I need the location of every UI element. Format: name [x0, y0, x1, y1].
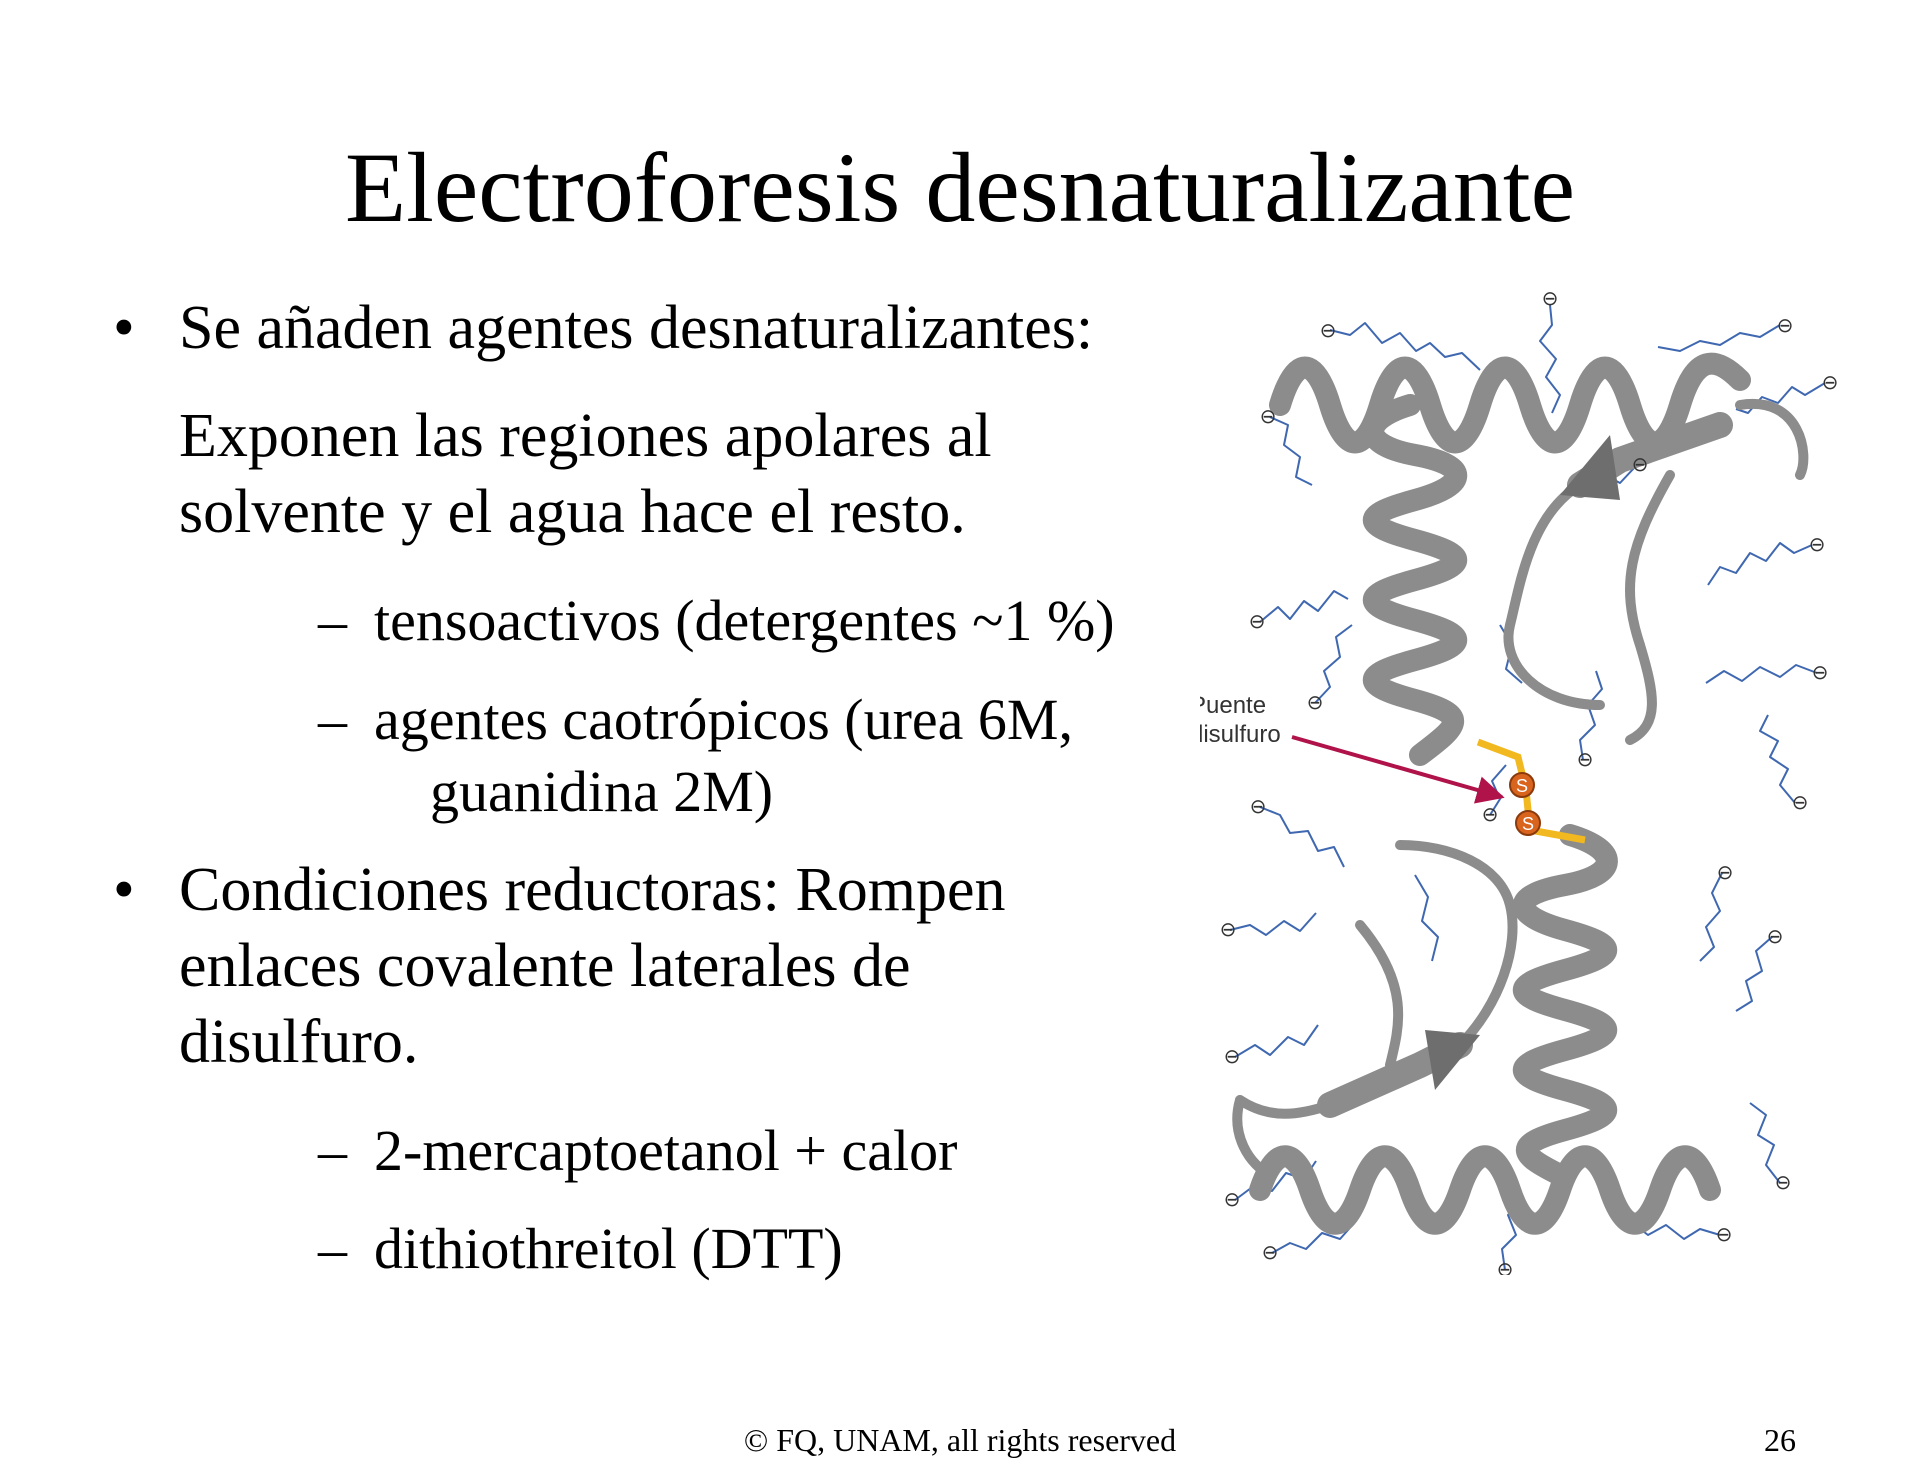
disulfide-bridge: S S: [1476, 738, 1586, 844]
charge-icon: ⊖: [1577, 749, 1594, 771]
side-chain-line: [1314, 624, 1353, 704]
bullet-text: Condiciones reductoras: Rompen: [179, 856, 1006, 924]
charge-icon: ⊖: [1822, 372, 1839, 394]
charge-icon: ⊖: [1809, 534, 1826, 556]
side-chain-line: [1269, 416, 1313, 486]
charge-icon: ⊖: [1249, 611, 1266, 633]
protein-dimer-figure: S S Puente disulfuro ⊖ ⊖ ⊖ ⊖ ⊖ ⊖ ⊖ ⊖ ⊖ ⊖…: [1200, 288, 1839, 1275]
side-chain-line: [1539, 304, 1561, 414]
charge-icon: ⊖: [1262, 1242, 1279, 1264]
charge-markers: ⊖ ⊖ ⊖ ⊖ ⊖ ⊖ ⊖ ⊖ ⊖ ⊖ ⊖ ⊖ ⊖ ⊖ ⊖ ⊖ ⊖ ⊖ ⊖ ⊖ …: [1220, 288, 1839, 1275]
side-chain-line: [1414, 874, 1439, 962]
side-chain-line: [1259, 806, 1345, 868]
page-number: 26: [1764, 1422, 1796, 1458]
ribbon-helix: [1512, 824, 1618, 1186]
side-chain-line: [1705, 664, 1818, 684]
bullet-marker: •: [113, 294, 135, 362]
charge-icon: ⊖: [1632, 454, 1649, 476]
sulfur-label: S: [1516, 776, 1528, 796]
charge-icon: ⊖: [1716, 1224, 1733, 1246]
charge-icon: ⊖: [1260, 406, 1277, 428]
subitem-marker: –: [318, 1118, 347, 1183]
subitem-text: 2-mercaptoetanol + calor: [374, 1118, 958, 1183]
ribbon-loop: [1232, 1095, 1275, 1180]
side-chain-line: [1759, 714, 1796, 804]
charge-icon: ⊖: [1307, 692, 1324, 714]
charge-icon: ⊖: [1320, 320, 1337, 342]
subitem-marker: –: [318, 588, 347, 653]
subitem-text: tensoactivos (detergentes ~1 %): [374, 588, 1115, 653]
charge-icon: ⊖: [1220, 919, 1237, 941]
subitem-text: agentes caotrópicos (urea 6M,: [374, 687, 1073, 752]
subitem-continuation: guanidina 2M): [430, 756, 773, 828]
ribbon-loop: [1235, 1095, 1335, 1119]
side-chain-line: [1657, 324, 1781, 352]
slide-title: Electroforesis desnaturalizante: [345, 132, 1575, 243]
charge-icon: ⊖: [1812, 662, 1829, 684]
charge-icon: ⊖: [1777, 315, 1794, 337]
charge-icon: ⊖: [1717, 862, 1734, 884]
charge-icon: ⊖: [1497, 1259, 1514, 1275]
bullet-text-line: enlaces covalente laterales de: [179, 932, 911, 1000]
strand-arrowhead: [1560, 435, 1620, 500]
side-chain-line: [1707, 542, 1813, 586]
charge-icon: ⊖: [1482, 804, 1499, 826]
sulfur-atom: [1515, 810, 1541, 836]
disulfide-label-line1: Puente: [1200, 692, 1266, 719]
bullet-marker: •: [113, 856, 135, 924]
side-chain-line: [1735, 936, 1773, 1012]
bullet-paragraph-line: Exponen las regiones apolares al: [179, 402, 992, 470]
ribbon-loop: [1355, 920, 1404, 1070]
charge-icon: ⊖: [1250, 796, 1267, 818]
charge-icon: ⊖: [1792, 792, 1809, 814]
bullet-text-line: disulfuro.: [179, 1008, 419, 1076]
subitem-marker: –: [318, 1216, 347, 1281]
side-chain-line: [1699, 872, 1723, 962]
charge-icon: ⊖: [1775, 1172, 1792, 1194]
side-chain-line: [1735, 382, 1826, 414]
disulfide-label-line2: disulfuro: [1200, 721, 1281, 748]
pointer-arrow: [1291, 735, 1505, 804]
subitem-text: guanidina 2M): [430, 759, 774, 824]
bullet-text: Se añaden agentes desnaturalizantes:: [179, 294, 1094, 362]
side-chain-line: [1749, 1102, 1781, 1184]
side-chain-line: [1629, 1220, 1721, 1240]
strand-arrowhead: [1425, 1030, 1480, 1090]
ribbon-loop: [1503, 480, 1605, 710]
ribbon-helix: [1362, 394, 1468, 766]
sulfur-atom: [1509, 772, 1535, 798]
subitem-marker: –: [318, 687, 347, 752]
subitem-text: dithiothreitol (DTT): [374, 1216, 843, 1281]
charge-icon: ⊖: [1224, 1046, 1241, 1068]
ribbon-loop: [1625, 470, 1675, 745]
ribbon-helix: [1249, 1145, 1721, 1235]
side-chain-line: [1579, 670, 1603, 761]
side-chain-line: [1329, 322, 1481, 371]
charge-icon: ⊖: [1542, 288, 1559, 310]
side-chain-line: [1271, 1220, 1357, 1254]
side-chain-line: [1259, 590, 1349, 623]
charge-icon: ⊖: [1767, 926, 1784, 948]
charge-icon: ⊖: [1224, 1189, 1241, 1211]
ribbon-loop: [1735, 398, 1809, 480]
side-chain-line: [1234, 1024, 1319, 1058]
ribbon-loop: [1395, 840, 1518, 1050]
side-chain-line: [1229, 912, 1317, 936]
bullet-paragraph-line: solvente y el agua hace el resto.: [179, 478, 966, 546]
sulfur-label: S: [1522, 814, 1534, 834]
footer-copyright: © FQ, UNAM, all rights reserved: [743, 1422, 1177, 1458]
